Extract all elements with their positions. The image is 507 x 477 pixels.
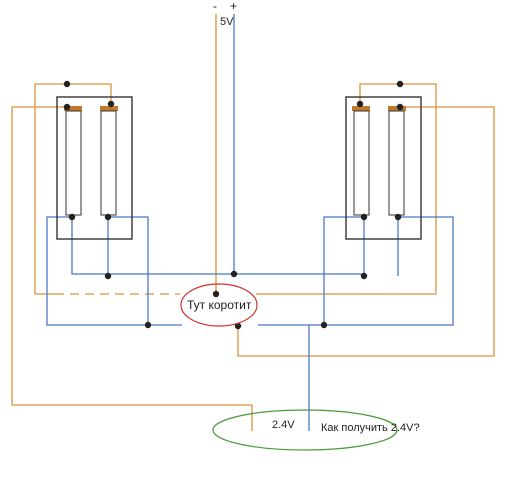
orange-wires: [11, 14, 495, 431]
left-switch-pad-2: [100, 106, 118, 111]
output-ellipse: [212, 409, 398, 451]
junction-dots: [63, 80, 404, 330]
left-switch-blade-1: [65, 110, 82, 216]
orange-wire-left-outer: [34, 83, 67, 295]
short-circuit-label: Тут коротит: [187, 298, 252, 312]
orange-wire-left-top: [67, 83, 112, 104]
junction-dot: [394, 213, 402, 221]
minus-label: -: [213, 0, 217, 13]
junction-dot: [63, 103, 71, 111]
junction-dot: [396, 80, 404, 88]
junction-dot: [144, 321, 152, 329]
junction-dot: [104, 213, 112, 221]
orange-wire-middle: [256, 83, 437, 295]
junction-dot: [356, 100, 364, 108]
blue-wires: [46, 14, 454, 431]
right-switch: [345, 96, 422, 240]
blue-wire-right-outer: [258, 216, 454, 326]
blue-wire-left-outer: [46, 216, 149, 326]
blue-wire-left-inner: [71, 217, 365, 275]
left-switch: [56, 96, 133, 240]
junction-dot: [68, 213, 76, 221]
question-label: Как получить 2.4V?: [321, 422, 420, 434]
blue-wire-right-inner: [323, 216, 364, 325]
right-switch-blade-1: [353, 110, 370, 216]
right-switch-pad-2: [388, 106, 406, 111]
junction-dot: [396, 103, 404, 111]
junction-dot: [230, 270, 238, 278]
output-voltage-label: 2.4V: [272, 419, 295, 431]
left-switch-pad-1: [64, 106, 82, 111]
junction-dot: [104, 272, 112, 280]
left-switch-blade-2: [100, 110, 117, 216]
orange-wire-right-top: [359, 83, 400, 104]
right-switch-pad-1: [352, 106, 370, 111]
short-circuit-ellipse: [180, 283, 258, 327]
right-switch-blade-2: [388, 110, 405, 216]
right-switch-frame: [345, 96, 422, 240]
plus-label: +: [230, 0, 237, 13]
junction-dot: [320, 321, 328, 329]
junction-dot: [234, 322, 242, 330]
junction-dot: [360, 272, 368, 280]
junction-dot: [107, 100, 115, 108]
junction-dot: [360, 213, 368, 221]
junction-dot: [212, 290, 220, 298]
supply-voltage-label: 5V: [220, 16, 234, 28]
junction-dot: [63, 80, 71, 88]
left-switch-frame: [56, 96, 133, 240]
orange-wire-right-outer: [237, 106, 495, 357]
